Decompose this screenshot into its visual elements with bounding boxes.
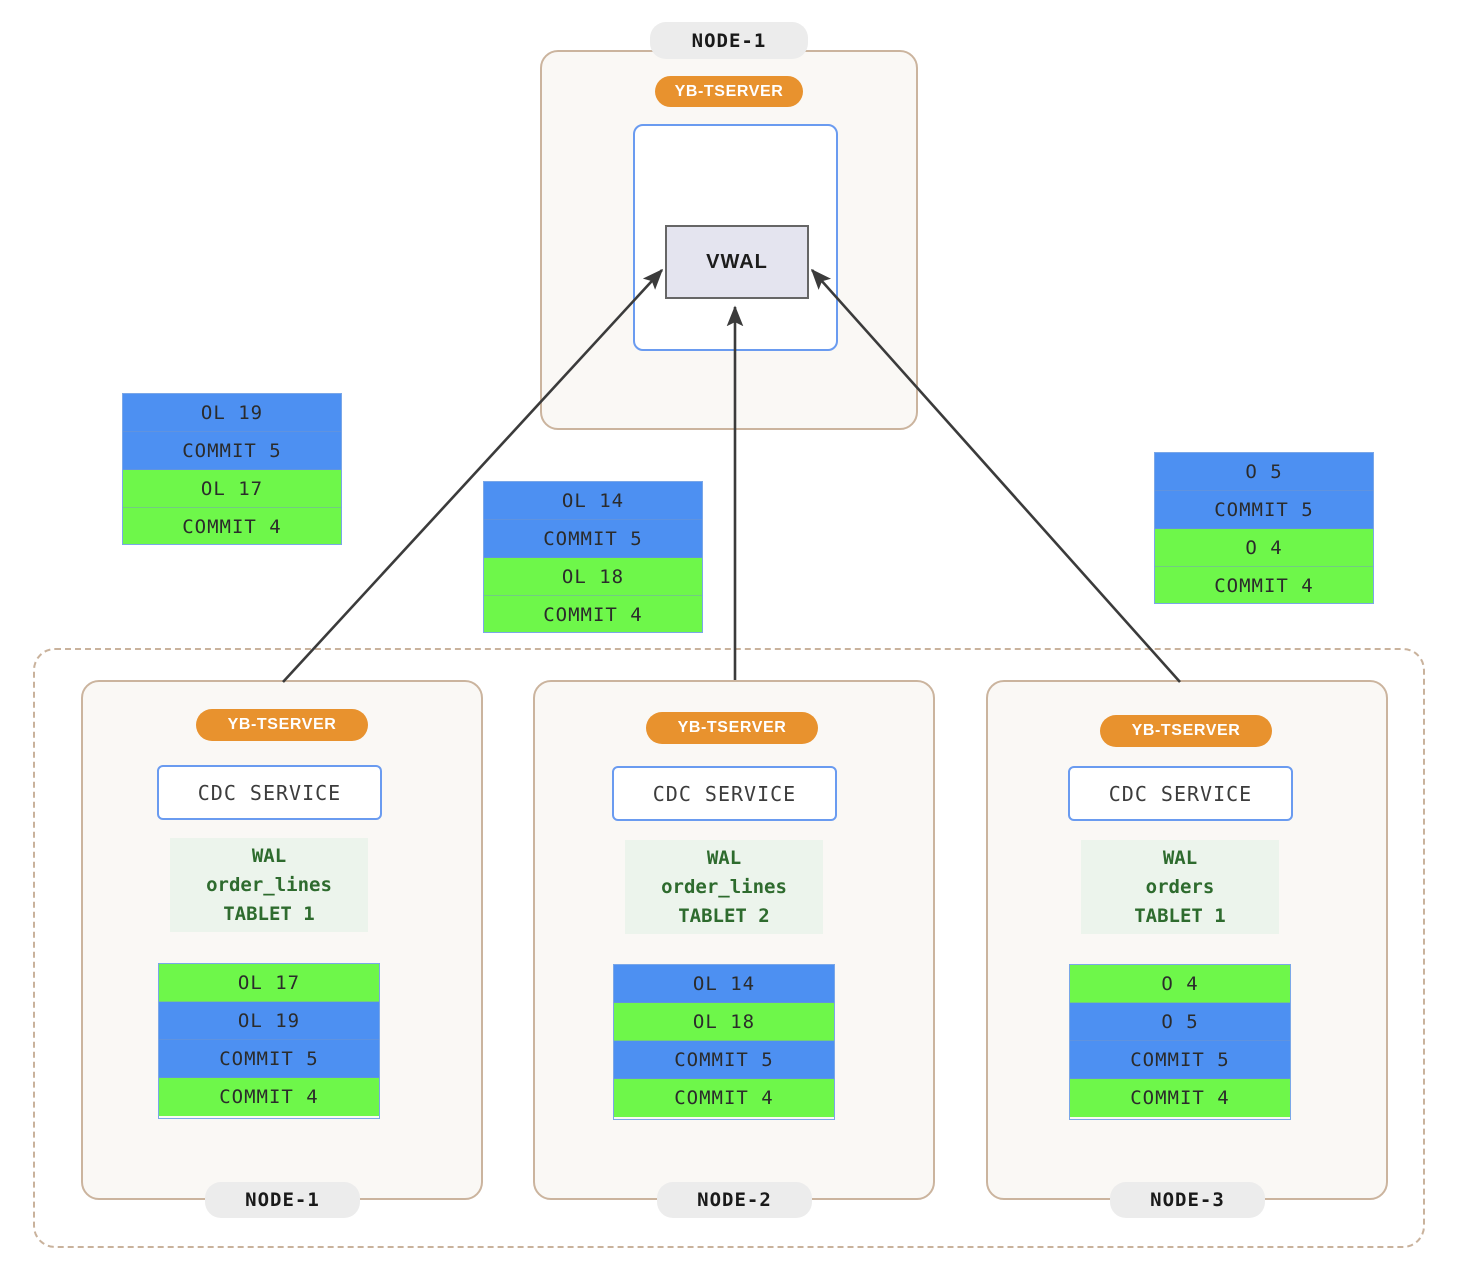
record-row: OL 17 xyxy=(123,470,341,508)
record-row: OL 14 xyxy=(614,965,834,1003)
bottom-node-shell-2 xyxy=(533,680,935,1200)
record-row: COMMIT 5 xyxy=(123,432,341,470)
bottom-node-3-cdc-service-box[interactable]: CDC SERVICE xyxy=(1068,766,1293,821)
wal-line2: orders xyxy=(1145,875,1215,898)
cluster-outline xyxy=(33,648,1425,1248)
top-tserver-badge: YB-TSERVER xyxy=(655,76,803,107)
bottom-node-2-badge: NODE-2 xyxy=(657,1182,812,1218)
wal-line1: WAL xyxy=(1162,846,1198,869)
wal-line3: TABLET 1 xyxy=(1134,904,1226,927)
wal-line2: order_lines xyxy=(206,873,332,896)
bottom-node-3-wal-box: WAL orders TABLET 1 xyxy=(1081,840,1279,934)
top-node-badge: NODE-1 xyxy=(650,22,808,59)
wal-line2: order_lines xyxy=(661,875,787,898)
record-row: OL 14 xyxy=(484,482,702,520)
record-row: COMMIT 5 xyxy=(484,520,702,558)
record-row: COMMIT 4 xyxy=(1070,1079,1290,1117)
record-row: O 4 xyxy=(1155,529,1373,567)
bottom-node-2-wal-box: WAL order_lines TABLET 2 xyxy=(625,840,823,934)
record-row: COMMIT 5 xyxy=(614,1041,834,1079)
record-row: OL 17 xyxy=(159,964,379,1002)
bottom-node-2-tserver-badge: YB-TSERVER xyxy=(646,712,818,744)
record-row: COMMIT 4 xyxy=(614,1079,834,1117)
wal-line1: WAL xyxy=(706,846,742,869)
record-row: OL 19 xyxy=(123,394,341,432)
wal-line3: TABLET 1 xyxy=(223,902,315,925)
record-row: COMMIT 5 xyxy=(1155,491,1373,529)
record-row: O 4 xyxy=(1070,965,1290,1003)
record-row: OL 18 xyxy=(614,1003,834,1041)
bottom-node-1-tserver-badge: YB-TSERVER xyxy=(196,709,368,741)
bottom-node-3-badge: NODE-3 xyxy=(1110,1182,1265,1218)
vwal-box: VWAL xyxy=(665,225,809,299)
record-row: COMMIT 4 xyxy=(484,596,702,632)
record-row: COMMIT 4 xyxy=(159,1078,379,1116)
record-row: OL 18 xyxy=(484,558,702,596)
record-row: COMMIT 5 xyxy=(159,1040,379,1078)
bottom-node-3-tserver-badge: YB-TSERVER xyxy=(1100,715,1272,747)
bottom-node-1-wal-box: WAL order_lines TABLET 1 xyxy=(170,838,368,932)
bottom-node-shell-1 xyxy=(81,680,483,1200)
record-row: COMMIT 4 xyxy=(1155,567,1373,603)
bottom-node-2-cdc-service-box[interactable]: CDC SERVICE xyxy=(612,766,837,821)
record-row: O 5 xyxy=(1155,453,1373,491)
record-row: O 5 xyxy=(1070,1003,1290,1041)
bottom-node-shell-3 xyxy=(986,680,1388,1200)
bottom-node-1-badge: NODE-1 xyxy=(205,1182,360,1218)
bottom-node-1-cdc-service-box[interactable]: CDC SERVICE xyxy=(157,765,382,820)
record-row: COMMIT 5 xyxy=(1070,1041,1290,1079)
wal-line3: TABLET 2 xyxy=(678,904,770,927)
record-row: COMMIT 4 xyxy=(123,508,341,544)
wal-line1: WAL xyxy=(251,844,287,867)
record-row: OL 19 xyxy=(159,1002,379,1040)
